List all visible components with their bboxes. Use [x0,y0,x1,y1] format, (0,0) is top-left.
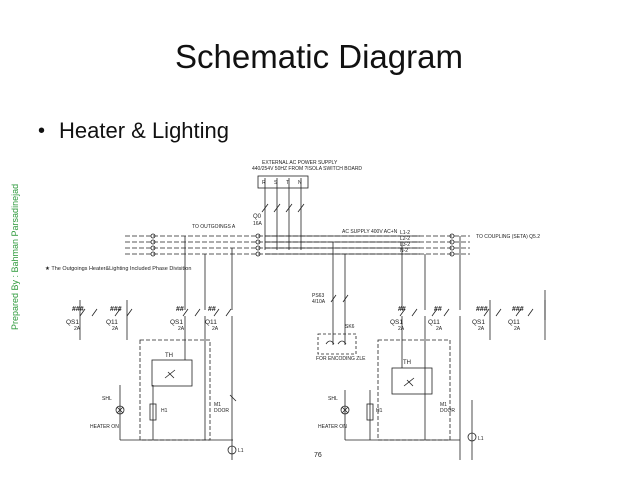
right-breaker-1-rating: 2A [398,326,405,332]
right-door-text: DOOR [440,408,455,414]
right-thermostat-label: TH [403,360,411,366]
left-breaker-1-name: QS1 [66,319,79,326]
right-breaker-3-name: QS1 [472,319,485,326]
left-breaker-3-rating: 2A [178,326,185,332]
bullet-text: Heater & Lighting [59,118,230,143]
right-breaker-3-tag: ### [476,306,488,313]
to-coupling-label: TO COUPLING (SETA) Q5.2 [476,234,540,240]
right-breaker-4-rating: 2A [514,326,521,332]
ac-supply-label: AC SUPPLY 400V AC+N [342,229,398,235]
supply-header-2: 440/254V 50HZ FROM ?ISOLA SWITCH BOARD [252,166,362,172]
phase-label-r: R [262,180,266,186]
bullet-item: • Heater & Lighting [38,118,229,144]
to-outgoings-label: TO OUTGOINGS A [192,224,236,230]
socket-breaker-rating: 4/10A [312,299,326,305]
left-door-label: M1 [214,402,221,408]
main-breaker-rating: 16A [253,221,263,227]
phase-label-t: T [286,180,289,186]
right-breaker-1-tag: ## [398,306,406,313]
left-breaker-4-tag: ## [208,306,216,313]
right-breaker-4-name: Q11 [508,319,520,326]
bus-label-n: N-2 [400,248,408,254]
left-door-text: DOOR [214,408,229,414]
left-heater-label: H1 [161,408,168,414]
right-breaker-2-rating: 2A [436,326,443,332]
socket-breaker-label: PS63 [312,293,324,299]
left-breaker-2-name: Q11 [106,319,118,326]
left-thermostat-label: TH [165,353,173,359]
left-breaker-3-name: QS1 [170,319,183,326]
bus-label-l1: L1-2 [400,230,410,236]
right-breaker-3-rating: 2A [478,326,485,332]
page-number: 76 [314,452,322,459]
left-breaker-1-rating: 2A [74,326,81,332]
right-heater-label: H1 [376,408,383,414]
right-lamp-label: SHL [328,396,338,402]
right-door-label: M1 [440,402,447,408]
right-heater-on-label: HEATER ON [318,424,347,430]
left-light-label: L1 [238,448,244,454]
bus-label-l3: L3-2 [400,242,410,248]
left-breaker-4-name: Q11 [205,319,217,326]
supply-header-1: EXTERNAL AC POWER SUPPLY [262,160,338,166]
main-breaker-label: Q0 [253,214,262,220]
right-breaker-2-name: Q11 [428,319,440,326]
left-heater-on-label: HEATER ON [90,424,119,430]
right-breaker-2-tag: ## [434,306,442,313]
right-breaker-1-name: QS1 [390,319,403,326]
left-breaker-3-tag: ## [176,306,184,313]
left-breaker-2-rating: 2A [112,326,119,332]
bus-label-l2: L2-2 [400,236,410,242]
left-breaker-2-tag: ### [110,306,122,313]
bullet-dot-icon: • [38,119,46,142]
phase-note: ★ The Outgoings Heater&Lighting Included… [45,265,191,272]
right-light-label: L1 [478,436,484,442]
left-lamp-label: SHL [102,396,112,402]
phase-label-s: S [274,180,278,186]
right-breaker-4-tag: ### [512,306,524,313]
socket-label: SK6 [345,324,355,330]
socket-text: FOR ENCODING ZLE [316,356,366,362]
phase-label-n: N [298,180,302,186]
left-breaker-4-rating: 2A [212,326,219,332]
left-breaker-1-tag: ### [72,306,84,313]
slide-title: Schematic Diagram [175,38,463,75]
